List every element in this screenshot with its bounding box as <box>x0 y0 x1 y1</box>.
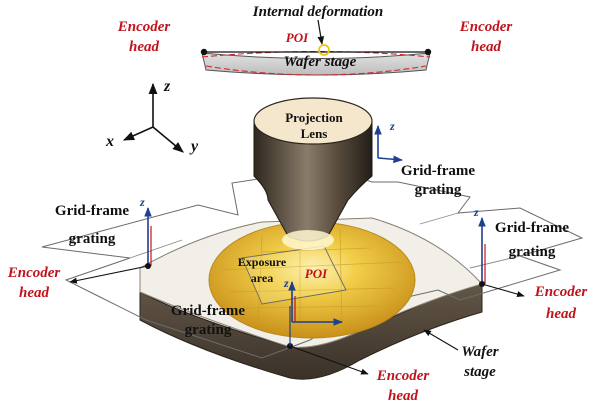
deformation-pointer <box>317 19 325 45</box>
grating-left-line2: grating <box>69 231 116 247</box>
encoder-right-z-label: z <box>473 205 479 219</box>
lens-label-line1: Projection <box>285 110 343 125</box>
x-axis <box>122 126 154 141</box>
y-axis-label: y <box>189 138 199 155</box>
lens-z-label: z <box>389 119 395 133</box>
grating-right-line2: grating <box>509 244 556 260</box>
wafer-die-streaks <box>221 227 403 335</box>
encoder-bottom-leader <box>289 345 369 375</box>
lens-label-line2: Lens <box>301 126 328 141</box>
coordinate-axes: z x y <box>105 78 199 155</box>
grating-left-line1: Grid-frame <box>55 203 129 219</box>
top-encoder-left-line1: Encoder <box>117 19 171 35</box>
encoder-left-line1: Encoder <box>7 265 61 281</box>
encoder-left-z-label: z <box>139 195 145 209</box>
encoder-right-leader <box>481 283 525 298</box>
grating-bottom-line1: Grid-frame <box>171 303 245 319</box>
grid-frame-inner-lines <box>129 212 521 309</box>
lens-exit-glow <box>282 230 334 250</box>
z-axis-label: z <box>163 78 171 95</box>
top-encoder-left-line2: head <box>129 39 160 55</box>
exposure-area-line1: Exposure <box>238 255 287 269</box>
top-encoder-right-line2: head <box>471 39 502 55</box>
grating-top-right-line1: Grid-frame <box>401 163 475 179</box>
stage-assembly: Projection Lens z z z z <box>41 97 584 380</box>
top-wafer-stage-bar <box>201 52 431 76</box>
top-encoder-right-line1: Encoder <box>459 19 513 35</box>
top-poi-marker <box>318 44 330 56</box>
encoder-bottom-line1: Encoder <box>376 368 430 384</box>
wafer-stage-line2: stage <box>463 364 496 380</box>
wafer-stage-line1: Wafer <box>461 344 498 360</box>
grating-bottom-line2: grating <box>185 322 232 338</box>
poi-label: POI <box>305 266 328 281</box>
lens-y-axis <box>377 155 403 164</box>
wafer-stage-leader <box>423 329 459 351</box>
internal-deformation-title: Internal deformation <box>252 4 383 20</box>
top-poi-label: POI <box>286 30 309 45</box>
projection-lens-top <box>253 97 373 145</box>
y-axis <box>152 126 184 153</box>
exposure-area-square <box>241 245 347 305</box>
top-encoder-left-dot <box>200 48 208 56</box>
encoder-right-line1: Encoder <box>534 284 588 300</box>
encoder-left-line2: head <box>19 285 50 301</box>
grating-top-right-line2: grating <box>415 182 462 198</box>
poi-z-label: z <box>283 276 289 290</box>
exposure-area-line2: area <box>251 271 273 285</box>
encoder-bottom-line2: head <box>388 388 419 404</box>
encoder-left-leader <box>69 265 149 284</box>
top-stage-label: Wafer stage <box>284 54 357 70</box>
grating-right-line1: Grid-frame <box>495 220 569 236</box>
encoder-right-line2: head <box>546 306 577 322</box>
stage-front-wall <box>139 268 483 380</box>
top-encoder-right-dot <box>424 48 432 56</box>
scene-labels: Grid-frame grating Grid-frame grating Gr… <box>7 163 588 404</box>
deformed-outline <box>201 50 431 76</box>
top-diagram: Internal deformation Encoder head Encode… <box>117 4 513 76</box>
x-axis-label: x <box>105 133 114 150</box>
